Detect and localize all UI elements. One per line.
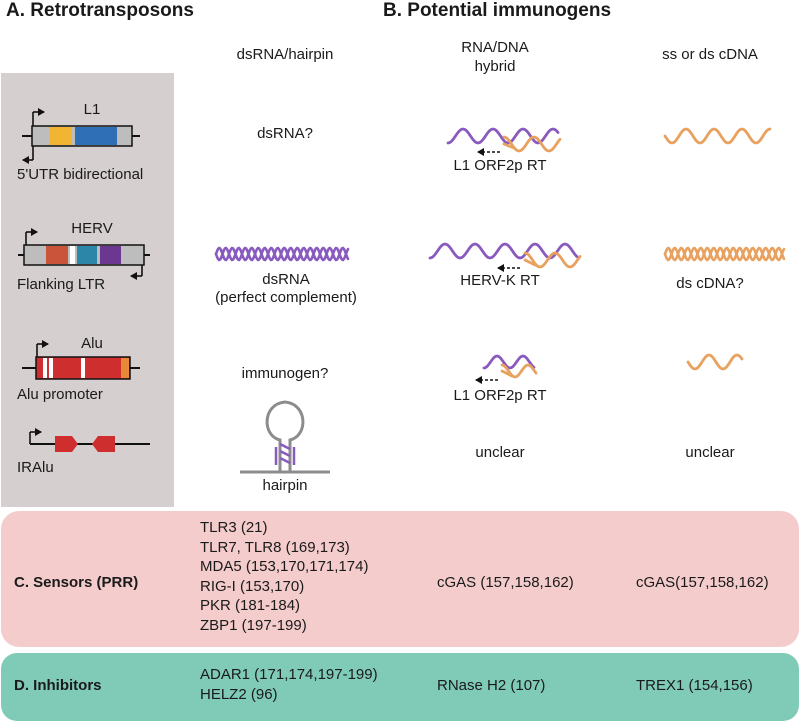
sensors-hybrid-text: cGAS (157,158,162) — [437, 574, 574, 591]
alu-hybrid-text: L1 ORF2p RT — [453, 387, 547, 404]
cdna-strand — [523, 251, 582, 269]
herv-sublabel: Flanking LTR — [17, 276, 106, 293]
sensor-item: TLR3 (21) — [200, 519, 268, 536]
l1-sublabel: 5'UTR bidirectional — [17, 166, 144, 183]
hairpin-stem-highlight — [274, 447, 296, 465]
rna-strand — [428, 242, 580, 260]
rna-strand — [446, 127, 560, 145]
herv-label: HERV — [71, 220, 113, 237]
sensor-item: MDA5 (153,170,171,174) — [200, 558, 369, 575]
sensors-band — [1, 511, 799, 647]
sensor-item: RIG-I (153,170) — [200, 577, 305, 595]
l1-label: L1 — [83, 101, 101, 118]
rna-strand — [482, 354, 536, 370]
l1-orf1-block — [50, 127, 72, 145]
alu-ss-cdna — [686, 353, 744, 371]
inhibitors-hybrid-text: RNase H2 (107) — [437, 677, 546, 694]
column-header-hybrid: RNA/DNA hybrid — [420, 38, 570, 76]
herv-dsrna-line2: (perfect complement) — [215, 289, 357, 306]
alu-dsrna-text: immunogen? — [241, 365, 329, 382]
alu-element-diagram — [22, 340, 140, 380]
column-header-hybrid-line1: RNA/DNA — [461, 39, 529, 56]
panel-a-title: A. Retrotransposons — [6, 0, 194, 21]
herv-hybrid-text: HERV-K RT — [460, 272, 540, 289]
sensor-item: PKR (181-184) — [200, 597, 301, 614]
alu-stripe — [43, 358, 47, 378]
l1-ss-cdna — [663, 127, 772, 145]
herv-dsrna-line1: dsRNA — [262, 271, 310, 288]
sensors-label: C. Sensors (PRR) — [14, 574, 139, 591]
cdna-primer-end — [502, 142, 516, 150]
l1-element-diagram — [22, 108, 140, 164]
l1-rna-dna-hybrid — [446, 127, 562, 156]
alu-stripe — [81, 358, 85, 378]
inhibitors-band — [1, 653, 799, 721]
alu-sublabel: Alu promoter — [17, 386, 103, 403]
cdna-primer-end — [500, 369, 514, 378]
iralu-forward-alu — [55, 436, 78, 452]
alu-polya-tail — [121, 358, 129, 378]
herv-gag-block — [46, 246, 68, 264]
herv-env-block — [100, 246, 121, 264]
l1-orf2-block — [75, 127, 117, 145]
sensor-item: ZBP1 (197-199) — [200, 616, 307, 634]
cdna-strand — [500, 363, 538, 379]
hairpin-stem-loop — [265, 400, 305, 472]
alu-rna-dna-hybrid — [475, 354, 538, 384]
l1-dsrna-text: dsRNA? — [257, 125, 313, 142]
herv-dsrna-double-helix — [214, 246, 350, 262]
herv-dsrna-text: dsRNA (perfect complement) — [196, 271, 376, 307]
hairpin-base-pairs — [279, 442, 291, 465]
iralu-cdna-text: unclear — [685, 444, 735, 461]
sensors-dsrna-list: TLR3 (21) TLR7, TLR8 (169,173) MDA5 (153… — [200, 518, 368, 635]
herv-cdna-text: ds cDNA? — [676, 275, 744, 292]
inhibitors-label: D. Inhibitors — [14, 677, 102, 694]
cdna-strand-b — [663, 246, 786, 262]
column-header-dsrna: dsRNA/hairpin — [236, 46, 334, 63]
alu-label: Alu — [81, 335, 103, 352]
inhibitors-dsrna-list: ADAR1 (171,174,197-199) HELZ2 (96) — [200, 665, 378, 704]
iralu-hairpin-structure — [240, 400, 330, 474]
alu-stripe — [49, 358, 53, 378]
iralu-element-diagram — [29, 428, 150, 452]
iralu-hybrid-text: unclear — [475, 444, 525, 461]
iralu-dsrna-text: hairpin — [262, 477, 308, 494]
sensor-item: TLR7, TLR8 (169,173) — [200, 538, 350, 556]
column-header-cdna: ss or ds cDNA — [662, 46, 758, 63]
column-header-hybrid-line2: hybrid — [474, 58, 516, 75]
inhibitors-cdna-text: TREX1 (154,156) — [636, 677, 753, 694]
herv-ds-cdna — [663, 246, 786, 262]
herv-spacer — [70, 246, 75, 264]
herv-element-diagram — [18, 228, 150, 280]
cdna-primer-end — [523, 258, 537, 267]
cdna-strand — [686, 353, 744, 371]
cdna-strand — [663, 127, 772, 145]
sensors-cdna-text: cGAS(157,158,162) — [636, 574, 769, 591]
herv-pol-block — [77, 246, 97, 264]
l1-hybrid-text: L1 ORF2p RT — [453, 157, 547, 174]
panel-b-title: B. Potential immunogens — [383, 0, 612, 21]
iralu-inverted-alu — [92, 436, 115, 452]
dsrna-strand-antisense — [214, 246, 350, 262]
inhibitor-item: ADAR1 (171,174,197-199) — [200, 666, 378, 683]
iralu-label: IRAlu — [17, 459, 54, 476]
herv-rna-dna-hybrid — [428, 242, 582, 272]
inhibitor-item: HELZ2 (96) — [200, 685, 278, 703]
